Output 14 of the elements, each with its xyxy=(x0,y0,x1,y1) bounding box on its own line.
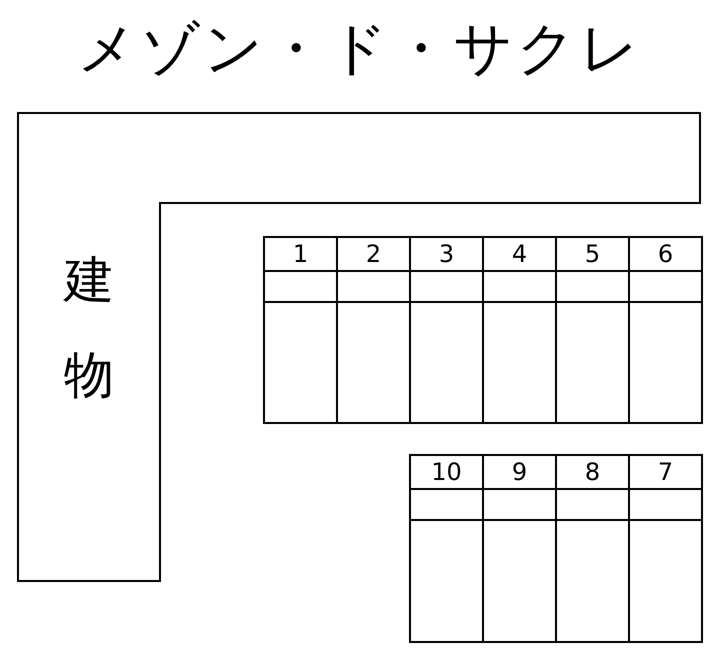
parking-space xyxy=(409,454,484,643)
title: メゾン・ド・サクレ xyxy=(76,13,644,84)
building-label: 建物 xyxy=(63,250,115,406)
parking-space xyxy=(628,236,703,424)
parking-space xyxy=(482,454,557,643)
parking-space xyxy=(555,454,630,643)
space-number: 7 xyxy=(630,456,701,490)
parking-space xyxy=(263,236,338,424)
space-number: 6 xyxy=(630,238,701,272)
parking-space xyxy=(628,454,703,643)
parking-space xyxy=(336,236,411,424)
parking-space xyxy=(555,236,630,424)
parking-space xyxy=(482,236,557,424)
parking-space xyxy=(409,236,484,424)
